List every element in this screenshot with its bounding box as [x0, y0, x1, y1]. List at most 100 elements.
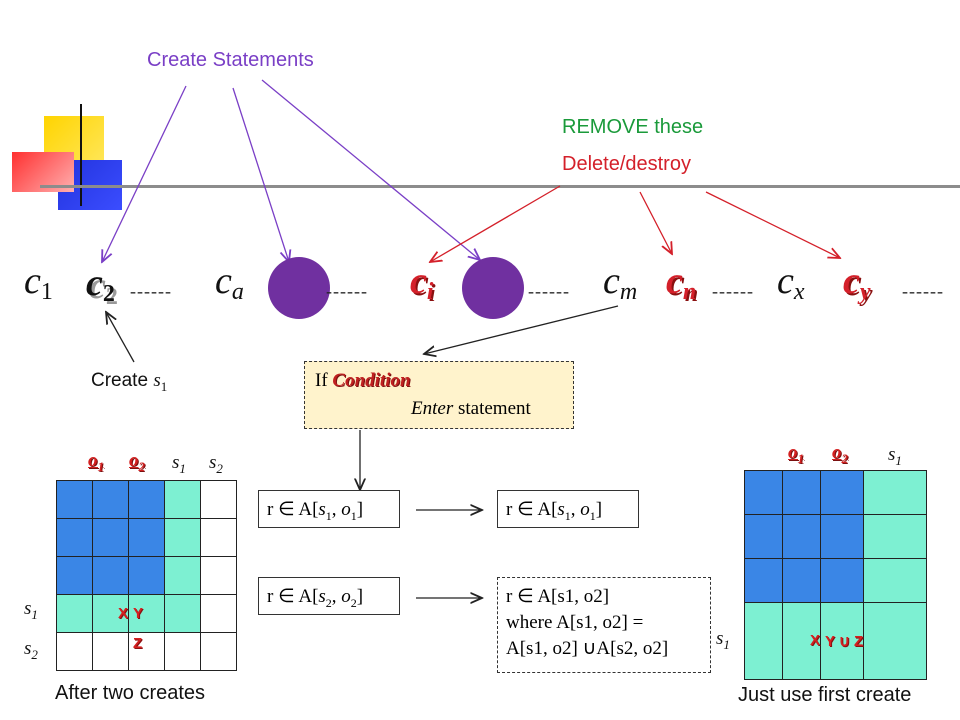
right-col-header-s1: s1 — [888, 444, 902, 468]
separator-5: ------ — [902, 281, 944, 301]
right-row-header-s1: s1 — [716, 628, 730, 652]
matrix-row-s2: Z — [56, 632, 237, 671]
matrix-cell — [128, 480, 165, 519]
rule-right-1: r ∈ A[s1, o1] — [497, 490, 639, 528]
matrix-row — [56, 480, 237, 519]
arrow-delete-to-cn — [639, 191, 672, 254]
matrix-cell — [863, 470, 928, 515]
right-col-header-o2: o2 — [832, 442, 848, 466]
condition-line: If Condition — [315, 370, 411, 391]
create-s1-label: Create s1 — [91, 370, 168, 394]
subject-c1: c1 — [24, 260, 53, 305]
matrix-cell — [164, 480, 201, 519]
left-col-header-o2: o2 — [129, 450, 145, 474]
rule-left-1: r ∈ A[s1, o1] — [258, 490, 400, 528]
subject-cm: cm — [603, 260, 638, 305]
matrix-cell — [819, 558, 865, 603]
matrix-cell — [200, 480, 237, 519]
matrix-cell — [56, 518, 93, 557]
rule-left-2: r ∈ A[s2, o2] — [258, 577, 400, 615]
subject-c2: c2 — [86, 262, 115, 307]
right-access-matrix: X Y ∪ Z — [744, 470, 928, 680]
created-subject-circle-1 — [268, 257, 330, 319]
matrix-cell — [782, 514, 821, 559]
left-access-matrix: X Y Z — [56, 480, 237, 671]
right-matrix-caption: Just use first create — [738, 684, 912, 706]
matrix-cell: Z — [128, 632, 165, 671]
remove-these-label: REMOVE these — [562, 116, 704, 138]
arrow-cm-to-condition — [424, 305, 619, 354]
subject-ca: ca — [215, 260, 244, 305]
delete-destroy-label: Delete/destroy — [562, 153, 691, 175]
created-subject-circle-2 — [462, 257, 524, 319]
arrow-create-to-circle1 — [232, 87, 289, 262]
matrix-row — [744, 470, 928, 515]
matrix-cell — [782, 470, 821, 515]
separator-1: ------ — [130, 281, 172, 301]
matrix-row-s1: X Y — [56, 594, 237, 633]
matrix-cell — [56, 632, 93, 671]
arrow-create-to-c2 — [102, 85, 187, 262]
right-col-header-o1: o1 — [788, 442, 804, 466]
matrix-cell: X — [92, 594, 129, 633]
matrix-cell — [56, 556, 93, 595]
matrix-cell — [744, 470, 783, 515]
matrix-cell — [56, 480, 93, 519]
left-col-header-o1: o1 — [88, 450, 104, 474]
create-statements-label: Create Statements — [147, 49, 314, 71]
separator-2: ------ — [326, 281, 368, 301]
left-row-header-s1: s1 — [24, 598, 38, 622]
subject-cn: cn — [666, 260, 697, 305]
matrix-cell — [92, 518, 129, 557]
left-col-header-s1: s1 — [172, 452, 186, 476]
matrix-cell — [863, 602, 928, 680]
matrix-cell — [863, 558, 928, 603]
enter-statement-line: Enter statement — [411, 398, 531, 419]
matrix-cell — [164, 518, 201, 557]
matrix-cell — [200, 632, 237, 671]
matrix-cell — [164, 632, 201, 671]
decor-vertical-line — [80, 104, 82, 206]
condition-box: If Condition Enter statement — [304, 361, 574, 429]
matrix-cell — [744, 602, 783, 680]
rule-right-2-line-1: r ∈ A[s1, o2] — [506, 586, 610, 607]
left-row-header-s2: s2 — [24, 638, 38, 662]
matrix-row — [744, 514, 928, 559]
mark-z: Z — [133, 635, 143, 652]
subject-ci: ci — [410, 260, 434, 305]
matrix-cell — [164, 556, 201, 595]
matrix-cell — [782, 558, 821, 603]
matrix-cell — [92, 480, 129, 519]
rule-right-2-line-3: A[s1, o2] ∪A[s2, o2] — [506, 638, 669, 659]
left-col-header-s2: s2 — [209, 452, 223, 476]
matrix-cell: X — [782, 602, 821, 680]
matrix-cell — [863, 514, 928, 559]
separator-4: ------ — [712, 281, 754, 301]
matrix-cell — [200, 594, 237, 633]
mark-y: Y — [133, 604, 144, 622]
matrix-cell — [744, 514, 783, 559]
rule-right-2-line-2: where A[s1, o2] = — [506, 612, 644, 633]
matrix-row — [56, 556, 237, 595]
matrix-cell: Y ∪ Z — [819, 602, 865, 680]
matrix-cell — [819, 514, 865, 559]
left-matrix-caption: After two creates — [55, 682, 206, 704]
matrix-cell — [164, 594, 201, 633]
matrix-cell: Y — [128, 594, 165, 633]
mark-y-union-z: Y ∪ Z — [825, 632, 864, 650]
arrow-create-s1-to-c2 — [106, 312, 135, 363]
rule-right-2: r ∈ A[s1, o2] where A[s1, o2] = A[s1, o2… — [497, 577, 711, 673]
matrix-cell — [56, 594, 93, 633]
matrix-cell — [128, 518, 165, 557]
arrow-create-to-circle2 — [261, 79, 480, 260]
title-rule — [40, 185, 960, 188]
matrix-cell — [819, 470, 865, 515]
mark-x: X — [809, 632, 820, 649]
arrow-delete-to-ci — [430, 185, 561, 262]
subject-cx: cx — [777, 260, 805, 305]
matrix-row — [56, 518, 237, 557]
matrix-row-s1: X Y ∪ Z — [744, 602, 928, 680]
matrix-cell — [92, 632, 129, 671]
matrix-cell — [92, 556, 129, 595]
